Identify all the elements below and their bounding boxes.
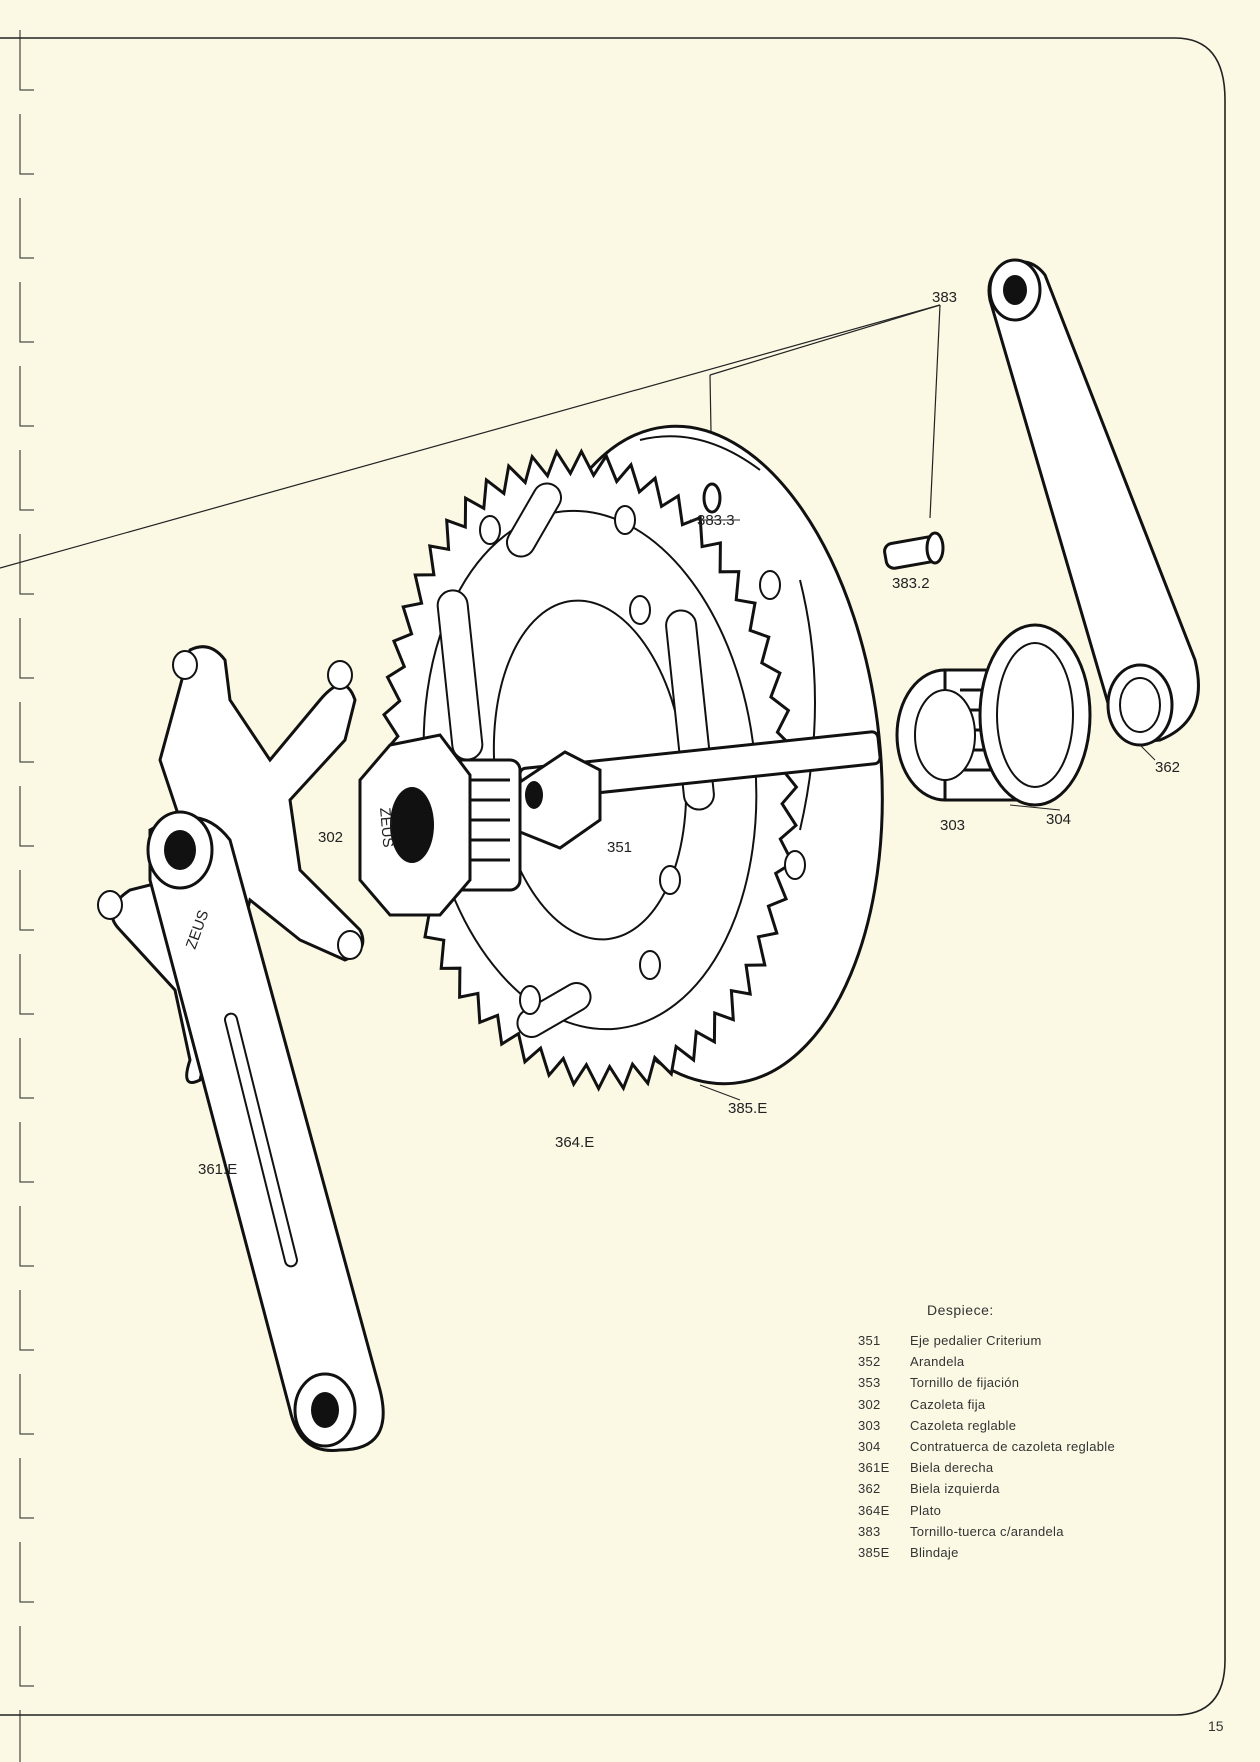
callout-304: 304 [1046,811,1071,828]
callout-302: 302 [318,829,343,846]
callout-362: 362 [1155,759,1180,776]
legend-description: Arandela [910,1354,965,1370]
callout-383-3: 383.3 [697,512,735,529]
legend-item: 362 Biela izquierda [858,1478,1178,1499]
callout-364E: 364.E [555,1134,594,1151]
legend-item: 352 Arandela [858,1351,1178,1372]
legend-code: 352 [858,1354,881,1370]
legend-code: 364E [858,1502,890,1518]
legend-description: Eje pedalier Criterium [910,1333,1042,1348]
legend-code: 361E [858,1460,890,1476]
legend-code: 304 [858,1438,881,1454]
legend-description: Cazoleta fija [910,1396,986,1412]
legend-item: 385E Blindaje [858,1542,1178,1563]
leader-383-c [929,304,941,519]
right-crank-361E: ZEUS [97,645,385,1452]
legend-item: 302 Cazoleta fija [858,1394,1178,1415]
bolt-383-2 [883,531,945,570]
legend-item: 383 Tornillo-tuerca c/arandela [858,1521,1178,1542]
legend-description: Tornillo de fijación [910,1375,1020,1391]
leader-304 [1009,804,1061,811]
leader-362 [1139,744,1156,761]
leader-385E [699,1084,741,1101]
page-number: 15 [1208,1718,1224,1734]
binding-margin [19,30,34,1762]
legend-item: 361E Biela derecha [858,1457,1178,1478]
legend-description: Plato [910,1502,942,1518]
legend-description: Tornillo-tuerca c/arandela [910,1523,1064,1539]
callout-361E: 361.E [198,1161,237,1178]
callout-303: 303 [940,817,965,834]
legend-description: Biela derecha [910,1460,994,1476]
legend-item: 304 Contratuerca de cazoleta reglable [858,1436,1178,1457]
legend-description: Cazoleta reglable [910,1417,1017,1433]
legend-code: 385E [858,1544,890,1560]
callout-383: 383 [932,289,957,306]
legend-code: 383 [858,1523,881,1539]
legend-item: 351 Eje pedalier Criterium [858,1330,1178,1351]
page-frame [0,37,1226,1716]
leader-383-a [709,304,941,376]
callout-351: 351 [607,839,632,856]
fixed-cup-302: ZEUS [358,733,522,917]
nut-383-3 [702,482,722,514]
legend-description: Contratuerca de cazoleta reglable [910,1438,1116,1454]
brand-label-cup: ZEUS [376,807,396,848]
parts-legend: Despiece: 351 Eje pedalier Criterium 352 Ar… [858,1302,1178,1563]
legend-item: 353 Tornillo de fijación [858,1372,1178,1393]
legend-code: 353 [858,1375,881,1391]
legend-description: Biela izquierda [910,1481,1000,1497]
legend-item: 364E Plato [858,1500,1178,1521]
legend-description: Blindaje [910,1544,959,1560]
legend-code: 362 [858,1481,881,1497]
left-crank-362 [987,258,1200,747]
callout-385E: 385.E [728,1100,767,1117]
legend-item: 303 Cazoleta reglable [858,1415,1178,1436]
legend-code: 302 [858,1396,881,1412]
lockring-304 [978,623,1092,807]
legend-title: Despiece: [927,1302,994,1318]
legend-code: 303 [858,1417,881,1433]
leader-383-left [0,304,941,569]
callout-383-2: 383.2 [892,575,930,592]
legend-code: 351 [858,1333,881,1348]
